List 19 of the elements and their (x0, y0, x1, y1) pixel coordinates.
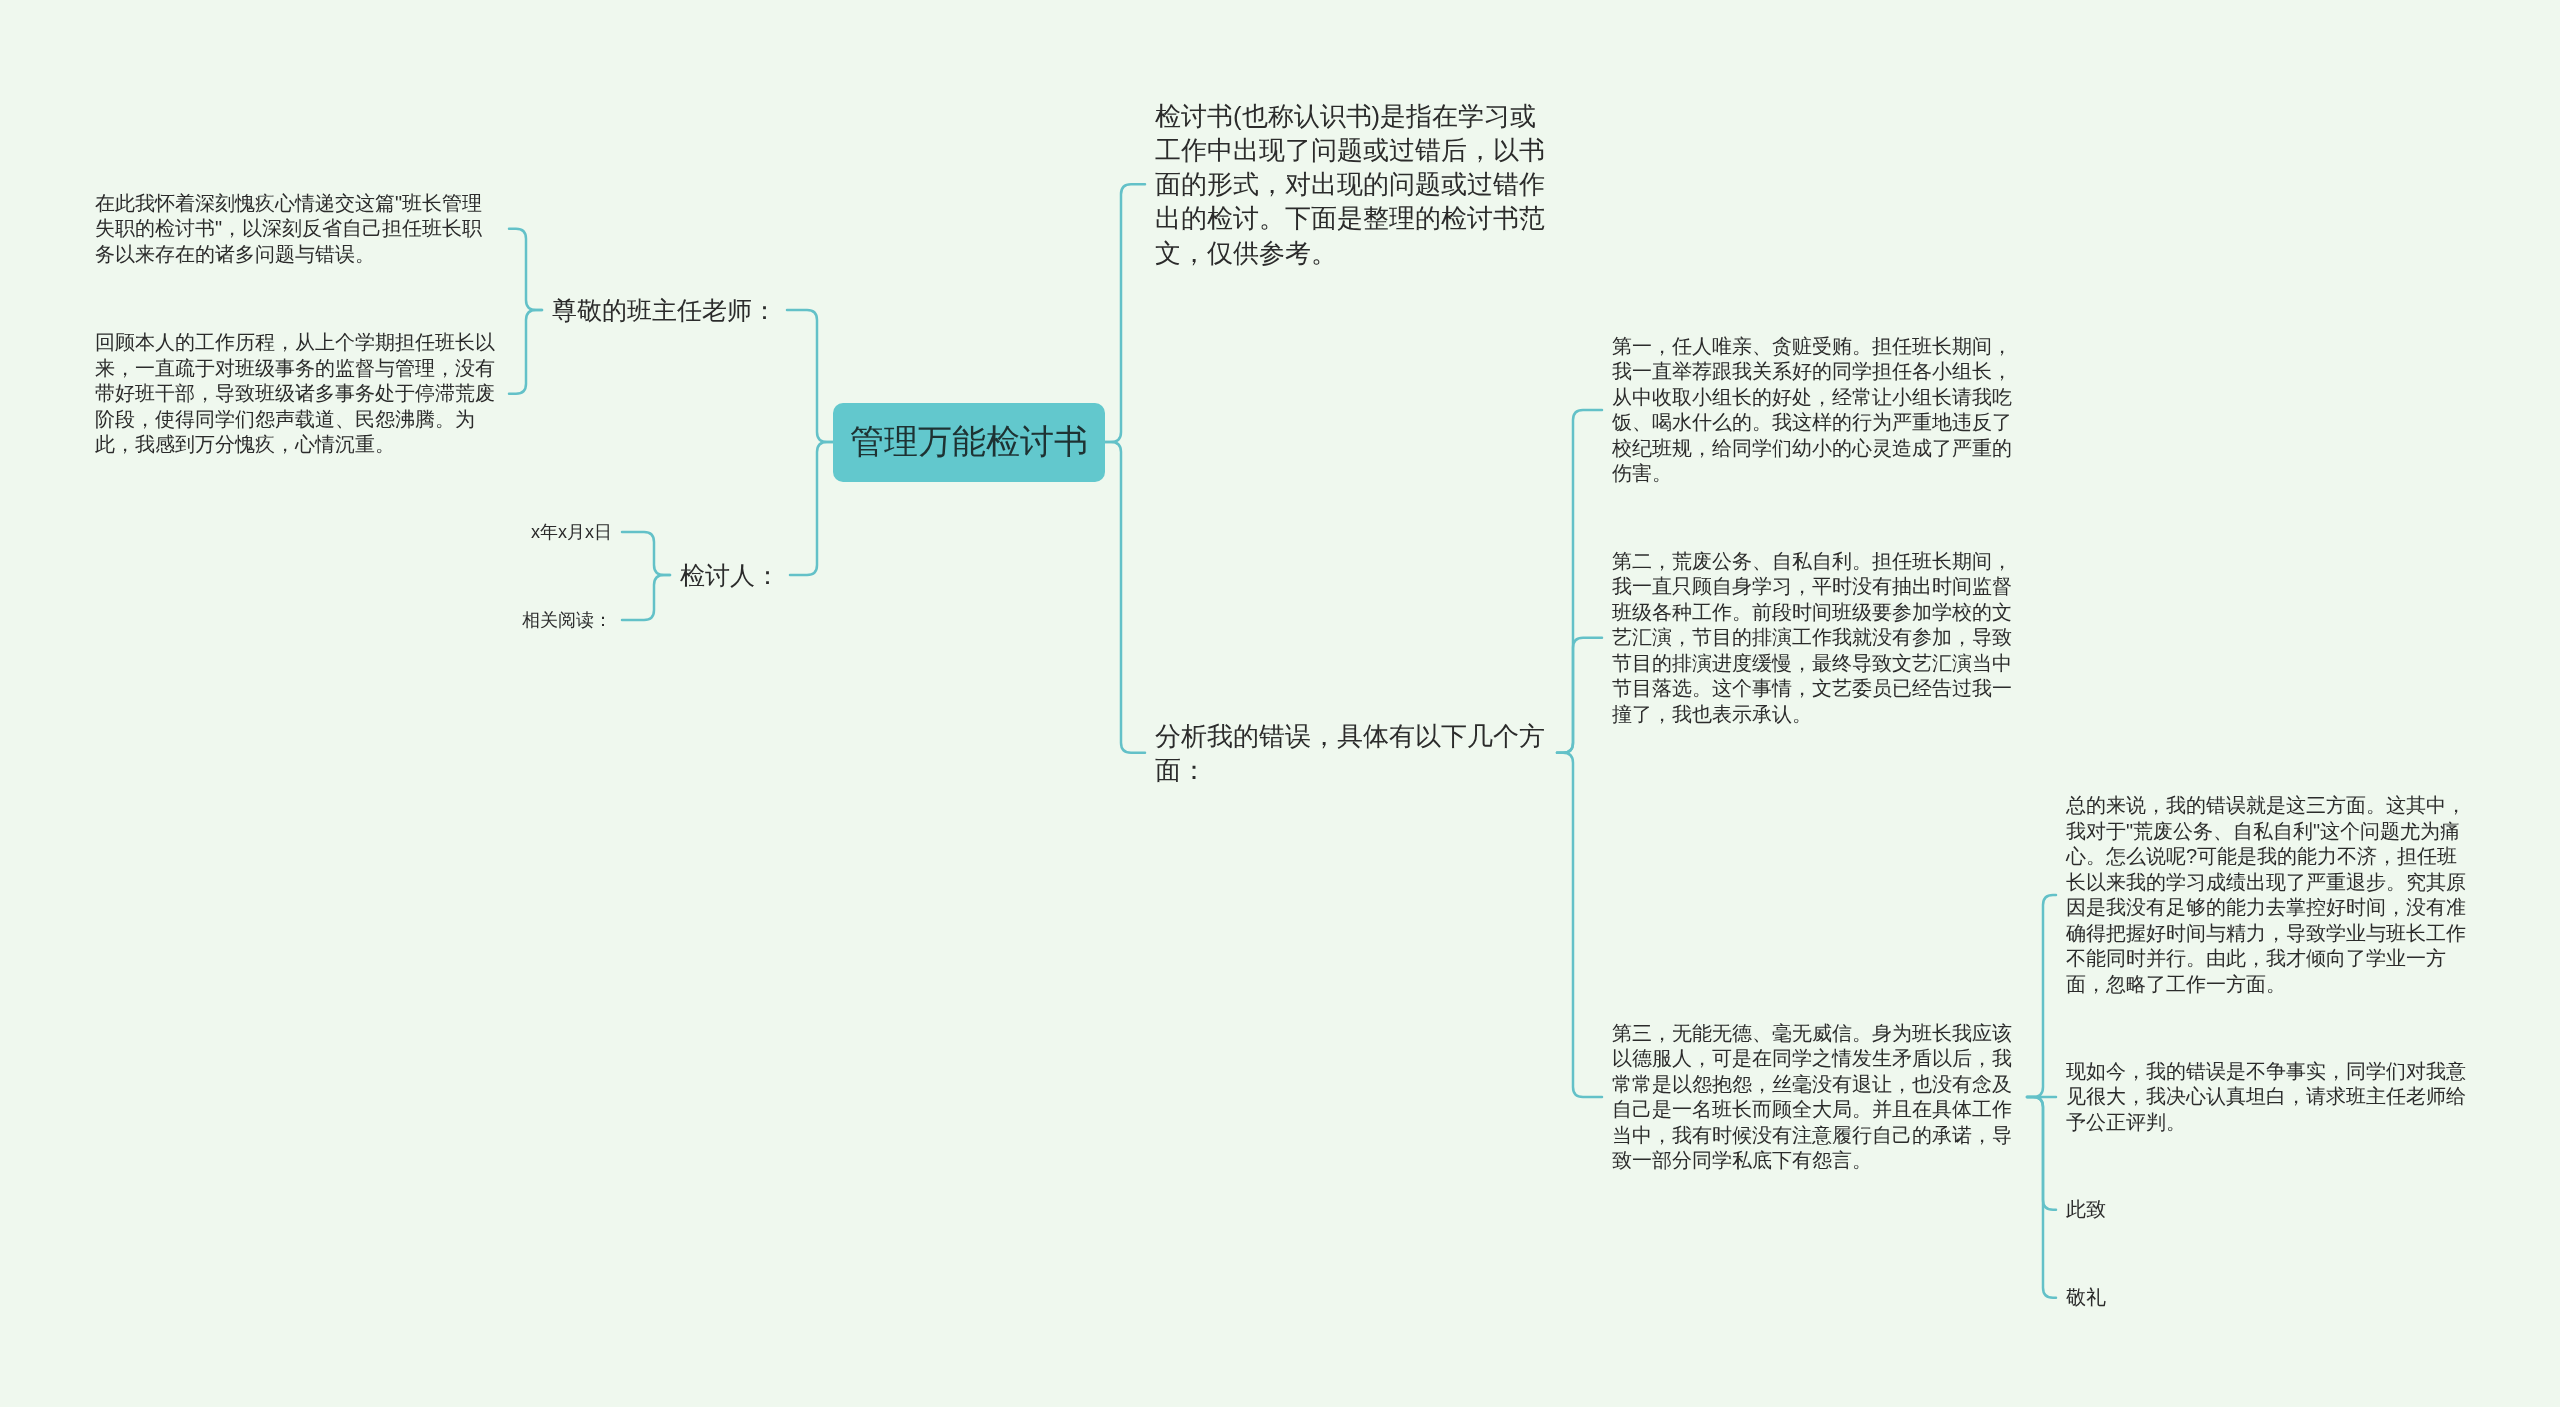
branch-label: 尊敬的班主任老师： (542, 289, 787, 331)
topic-box: 管理万能检讨书 (833, 402, 1105, 482)
paragraph: 第三，无能无德、毫无威信。身为班长我应该以德服人，可是在同学之情发生矛盾以后，我常常是以怨抱怨，丝毫没有退让，也没有念及自己是一名班长而顾全大局。并且在具体工作当中，我有时候没有注意履行自己的承诺，导致一部分同学私底下有怨言。 (1602, 1016, 2027, 1178)
branch-label: x年x月x日 (521, 516, 622, 548)
paragraph: 现如今，我的错误是不争事实，同学们对我意见很大，我决心认真坦白，请求班主任老师给予公正评判。 (2056, 1054, 2481, 1139)
paragraph: 第一，任人唯亲、贪赃受贿。担任班长期间，我一直举荐跟我关系好的同学担任各小组长，从中收取小组长的好处，经常让小组长请我吃饭、喝水什么的。我这样的行为严重地违反了校纪班规，给同学们幼小的心灵造成了严重的伤害。 (1602, 329, 2027, 491)
branch-label: 相关阅读： (512, 604, 622, 636)
paragraph: 在此我怀着深刻愧疚心情递交这篇"班长管理失职的检讨书"，以深刻反省自己担任班长职务以来存在的诸多问题与错误。 (85, 186, 509, 271)
branch-label: 检讨书(也称认识书)是指在学习或工作中出现了问题或过错后，以书面的形式，对出现的问题或过错作出的检讨。下面是整理的检讨书范文，仅供参考。 (1145, 94, 1557, 274)
connector-line (2025, 1095, 2058, 1299)
paragraph: 总的来说，我的错误就是这三方面。这其中，我对于"荒废公务、自私自利"这个问题尤为痛心。怎么说呢?可能是我的能力不济，担任班长以来我的学习成绩出现了严重退步。究其原因是我没有足够的能力去掌控好时间，没有准确得把握好时间与精力，导致学业与班长工作不能同时并行。由此，我才倾向了学业一方面，忽略了工作一方面。 (2056, 789, 2481, 1001)
paragraph: 第二，荒废公务、自私自利。担任班长期间，我一直只顾自身学习，平时没有抽出时间监督班级各种工作。前段时间班级要参加学校的文艺汇演，节目的排演工作我就没有参加，导致节目的排演进度缓慢，最终导致文艺汇演当中节目落选。这个事情，文艺委员已经告过我一撞了，我也表示承认。 (1602, 544, 2027, 731)
paragraph: 回顾本人的工作历程，从上个学期担任班长以来，一直疏于对班级事务的监督与管理，没有带好班干部，导致班级诸多事务处于停滞荒废阶段，使得同学们怨声载道、民怨沸腾。为此，我感到万分愧疚，心情沉重。 (85, 326, 509, 462)
connector-line (788, 440, 835, 577)
branch-label: 分析我的错误，具体有以下几个方面： (1145, 714, 1557, 792)
branch-label: 检讨人： (670, 554, 790, 596)
branch-label: 此致 (2056, 1193, 2116, 1227)
branch-label: 敬礼 (2056, 1281, 2116, 1315)
connector-line (1103, 440, 1147, 755)
